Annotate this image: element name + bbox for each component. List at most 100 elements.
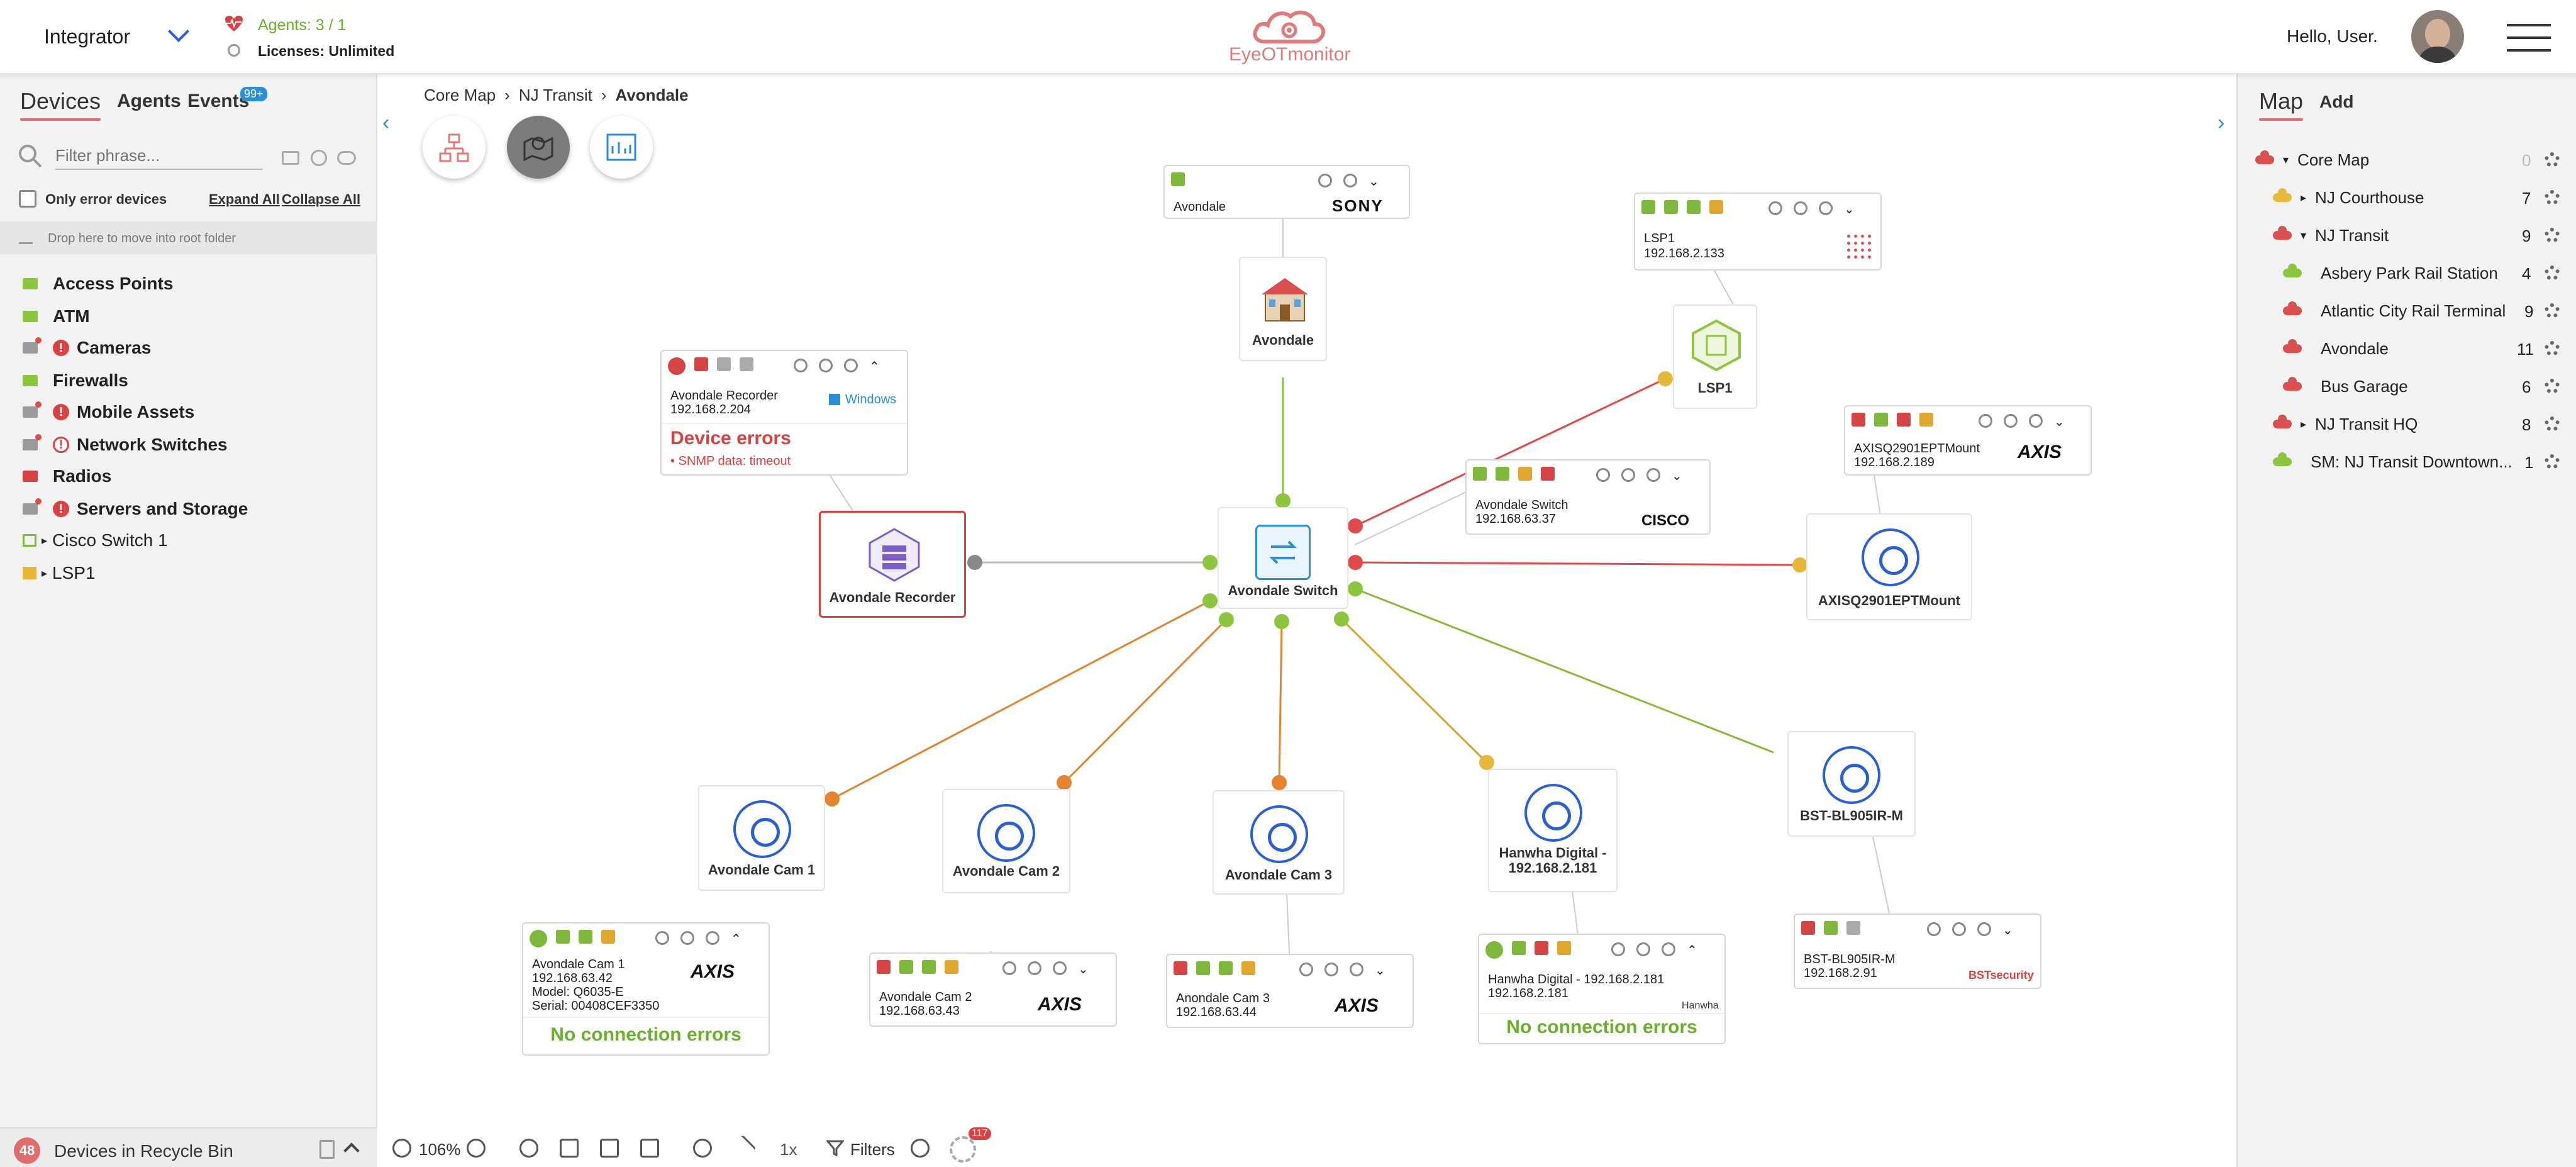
- folder-mobile-assets[interactable]: !Mobile Assets: [23, 396, 194, 428]
- gear-icon[interactable]: [2545, 454, 2560, 469]
- collapse-left-icon[interactable]: ‹: [382, 111, 390, 135]
- node-avondale-cam-3[interactable]: Avondale Cam 3: [1213, 790, 1345, 895]
- device-card-sony[interactable]: ⌄ Avondale SONY: [1163, 165, 1410, 219]
- refresh-icon[interactable]: [1977, 922, 1991, 936]
- refresh-icon[interactable]: [2029, 414, 2043, 428]
- gear-icon[interactable]: [2545, 379, 2560, 394]
- pause-icon[interactable]: [1299, 963, 1313, 976]
- gear-icon[interactable]: [2545, 190, 2560, 205]
- info-icon[interactable]: [1636, 942, 1650, 956]
- tab-events[interactable]: Events: [187, 91, 250, 111]
- device-lsp1[interactable]: ▸LSP1: [23, 557, 96, 589]
- chevron-down-icon[interactable]: ⌄: [2002, 924, 2013, 937]
- device-card-lsp1[interactable]: ⌄ LSP1 192.168.2.133: [1634, 193, 1882, 271]
- chevron-up-icon[interactable]: ⌃: [1687, 944, 1697, 958]
- gear-icon[interactable]: [2545, 303, 2560, 318]
- breadcrumb-item[interactable]: NJ Transit: [518, 86, 592, 104]
- recycle-bin-bar[interactable]: 48 Devices in Recycle Bin: [0, 1127, 377, 1167]
- breadcrumb-item[interactable]: Core Map: [424, 86, 496, 104]
- speed-label[interactable]: 1x: [780, 1140, 797, 1159]
- info-icon[interactable]: [1794, 201, 1807, 215]
- info-icon[interactable]: [819, 359, 833, 372]
- device-card-bst[interactable]: ⌄ BST-BL905IR-M 192.168.2.91 BSTsecurity: [1794, 913, 2041, 989]
- collapse-all-link[interactable]: Collapse All: [282, 191, 361, 207]
- tree-item-nj-transit-hq[interactable]: ▸NJ Transit HQ: [2273, 409, 2418, 439]
- device-card-recorder[interactable]: ⌃ Avondale Recorder 192.168.2.204 Window…: [660, 350, 908, 476]
- refresh-icon[interactable]: [1053, 961, 1067, 975]
- folder-cameras[interactable]: !Cameras: [23, 332, 151, 364]
- add-folder-icon[interactable]: [282, 151, 299, 165]
- node-avondale-cam-1[interactable]: Avondale Cam 1: [698, 785, 825, 891]
- chevron-down-icon[interactable]: ⌄: [1672, 469, 1682, 483]
- drop-zone[interactable]: Drop here to move into root folder: [0, 221, 377, 254]
- refresh-map-icon[interactable]: [519, 1139, 538, 1158]
- gear-icon[interactable]: [2545, 265, 2560, 281]
- map-icon[interactable]: [560, 1139, 579, 1158]
- node-bst[interactable]: BST-BL905IR-M: [1787, 731, 1916, 837]
- filter-icon[interactable]: [825, 1140, 845, 1157]
- filters-button[interactable]: Filters: [850, 1140, 895, 1159]
- collapse-right-icon[interactable]: ›: [2218, 111, 2225, 135]
- pause-icon[interactable]: [1002, 961, 1016, 975]
- tree-item-nj-transit[interactable]: ▾NJ Transit: [2273, 220, 2389, 250]
- notifications-icon[interactable]: [950, 1136, 976, 1163]
- gear-icon[interactable]: [2545, 416, 2560, 432]
- agents-status[interactable]: Agents: 3 / 1: [258, 16, 347, 34]
- role-selector-label[interactable]: Integrator: [44, 25, 130, 48]
- device-card-cam-1[interactable]: ⌃ Avondale Cam 1 192.168.63.42 Model: Q6…: [522, 922, 770, 1056]
- folder-firewalls[interactable]: Firewalls: [23, 365, 128, 396]
- pause-icon[interactable]: [1927, 922, 1941, 936]
- refresh-icon[interactable]: [1662, 942, 1675, 956]
- node-avondale-recorder[interactable]: Avondale Recorder: [819, 511, 966, 618]
- topology-view-button[interactable]: [423, 116, 486, 179]
- folder-atm[interactable]: ATM: [23, 301, 90, 332]
- caret-right-icon[interactable]: ▸: [42, 533, 48, 547]
- fullscreen-icon[interactable]: [600, 1139, 619, 1158]
- list-icon[interactable]: [1171, 172, 1185, 186]
- caret-down-icon[interactable]: ▾: [2283, 153, 2289, 166]
- tab-agents[interactable]: Agents: [117, 91, 181, 111]
- hide-links-icon[interactable]: [693, 1139, 712, 1158]
- caret-right-icon[interactable]: ▸: [42, 566, 48, 579]
- gear-icon[interactable]: [2545, 341, 2560, 356]
- info-icon[interactable]: [1318, 174, 1332, 187]
- filter-input[interactable]: [55, 142, 263, 170]
- tree-item-atlantic-city[interactable]: Atlantic City Rail Terminal: [2283, 296, 2506, 326]
- only-error-checkbox[interactable]: [19, 190, 36, 208]
- tree-item-asbery-park[interactable]: Asbery Park Rail Station: [2283, 258, 2498, 288]
- chevron-down-icon[interactable]: [168, 21, 189, 42]
- info-icon[interactable]: [1324, 963, 1338, 976]
- info-icon[interactable]: [1621, 468, 1635, 482]
- tab-add[interactable]: Add: [2319, 92, 2354, 111]
- info-icon[interactable]: [1028, 961, 1041, 975]
- pause-icon[interactable]: [1979, 414, 1992, 428]
- expand-all-link[interactable]: Expand All: [209, 191, 280, 207]
- trash-icon[interactable]: [319, 1140, 335, 1159]
- node-lsp1[interactable]: LSP1: [1673, 304, 1757, 409]
- tree-item-avondale[interactable]: Avondale: [2283, 333, 2389, 364]
- tab-devices[interactable]: Devices: [20, 88, 101, 121]
- node-hanwha[interactable]: Hanwha Digital - 192.168.2.181: [1488, 769, 1618, 892]
- info-icon[interactable]: [680, 931, 694, 945]
- pause-icon[interactable]: [1611, 942, 1625, 956]
- chevron-down-icon[interactable]: ⌄: [1368, 175, 1379, 189]
- refresh-icon[interactable]: [1350, 963, 1363, 976]
- chevron-down-icon[interactable]: ⌄: [1375, 964, 1385, 978]
- node-avondale-switch[interactable]: Avondale Switch: [1218, 507, 1348, 609]
- node-avondale-cam-2[interactable]: Avondale Cam 2: [942, 789, 1070, 893]
- tree-item-nj-courthouse[interactable]: ▸NJ Courthouse: [2273, 182, 2424, 213]
- pause-icon[interactable]: [655, 931, 669, 945]
- folder-access-points[interactable]: Access Points: [23, 268, 173, 299]
- info-icon[interactable]: [1952, 922, 1966, 936]
- refresh-icon[interactable]: [844, 359, 858, 372]
- tree-item-sm-nj-transit-downtown[interactable]: SM: NJ Transit Downtown...: [2273, 447, 2512, 477]
- refresh-icon[interactable]: [706, 931, 719, 945]
- chevron-down-icon[interactable]: ⌄: [2054, 415, 2065, 429]
- device-card-switch[interactable]: ⌄ Avondale Switch 192.168.63.37 CISCO: [1465, 459, 1711, 535]
- device-card-axis-mount[interactable]: ⌄ AXISQ2901EPTMount 192.168.2.189 AXIS: [1844, 405, 2092, 476]
- zoom-in-icon[interactable]: [392, 1139, 411, 1158]
- avatar[interactable]: [2411, 10, 2464, 63]
- info-icon[interactable]: [2004, 414, 2018, 428]
- device-card-cam-2[interactable]: ⌄ Avondale Cam 2 192.168.63.43 AXIS: [869, 952, 1117, 1027]
- folder-network-switches[interactable]: !Network Switches: [23, 429, 228, 461]
